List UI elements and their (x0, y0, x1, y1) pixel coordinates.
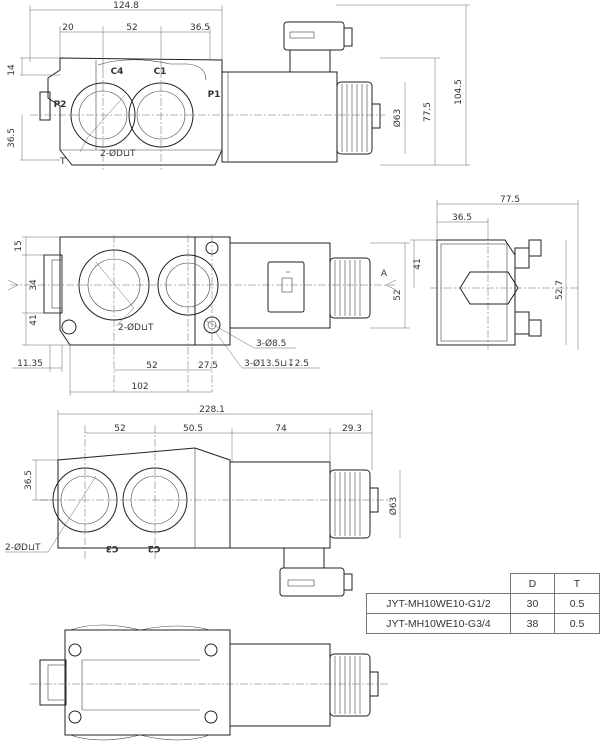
spec-d: 38 (509, 613, 555, 634)
dim-36-5-bot: 36.5 (24, 470, 34, 490)
dim-14: 14 (7, 64, 17, 76)
dim-50-5: 50.5 (183, 424, 203, 434)
dim-52-mid: 52 (146, 361, 157, 371)
spec-model: JYT-MH10WE10-G3/4 (366, 613, 511, 634)
side-dim-77-5: 77.5 (500, 195, 520, 205)
port-c1: C1 (154, 67, 167, 77)
port-c4: C4 (111, 67, 124, 77)
dim-11-35: 11.35 (17, 359, 43, 369)
port-p1: P1 (208, 90, 221, 100)
spec-header-model (366, 573, 511, 594)
port-c3: C3 (106, 543, 119, 553)
dim-15: 15 (14, 240, 24, 251)
dim-102: 102 (131, 382, 148, 392)
hole-13-5: 3-Ø13.5⊔↧2.5 (244, 358, 309, 369)
top-view: 124.8 20 52 36.5 14 36.5 Ø63 77.5 104.5 … (7, 1, 470, 170)
front-view: 15 34 41 11.35 52 27.5 102 2-ØD⊔T 3-Ø8.5… (7, 235, 410, 396)
port-callout-bot: 2-ØD⊔T (5, 542, 41, 553)
dim-52-top: 52 (126, 23, 137, 33)
dim-104-5: 104.5 (454, 79, 464, 105)
spec-table: D T JYT-MH10WE10-G1/2 30 0.5 JYT-MH10WE1… (366, 573, 600, 634)
port-callout-mid: 2-ØD⊔T (118, 322, 154, 333)
dim-36-5-left: 36.5 (7, 128, 17, 148)
spec-t: 0.5 (553, 613, 600, 634)
dim-228-1: 228.1 (199, 405, 225, 415)
port-callout-top: 2-ØD⊔T (100, 148, 136, 159)
dim-27-5: 27.5 (198, 361, 218, 371)
side-dim-52-7: 52.7 (555, 280, 565, 300)
dim-36-5-top: 36.5 (190, 23, 210, 33)
spec-table-header: D T (366, 573, 600, 594)
side-dim-36-5: 36.5 (452, 213, 472, 223)
spec-t: 0.5 (553, 593, 600, 614)
port-p2: P2 (54, 100, 67, 110)
spec-header-t: T (553, 573, 600, 594)
dim-77-5: 77.5 (423, 102, 433, 122)
dim-52-bot: 52 (114, 424, 125, 434)
spec-d: 30 (509, 593, 555, 614)
rear-view (30, 624, 390, 741)
port-c2: C2 (148, 543, 161, 553)
dim-29-3: 29.3 (342, 424, 362, 434)
bottom-view: 228.1 52 50.5 74 29.3 36.5 Ø63 2-ØD⊔T C3… (5, 405, 401, 597)
dim-74: 74 (275, 424, 287, 434)
hole-8-5: 3-Ø8.5 (256, 338, 286, 349)
a-mark: A (381, 269, 388, 279)
dim-20: 20 (62, 23, 74, 33)
side-dim-41: 41 (413, 258, 423, 269)
spec-model: JYT-MH10WE10-G1/2 (366, 593, 511, 614)
dim-dia63-bot: Ø63 (388, 497, 399, 516)
dim-34: 34 (29, 279, 39, 291)
dim-41-left: 41 (29, 314, 39, 325)
table-row: JYT-MH10WE10-G3/4 38 0.5 (366, 613, 600, 634)
spec-header-d: D (509, 573, 555, 594)
dim-124-8: 124.8 (113, 1, 139, 11)
dim-dia63-top: Ø63 (392, 109, 403, 128)
side-view: 77.5 36.5 41 52.7 (410, 195, 580, 350)
t-mark-top: T (59, 157, 66, 167)
dim-52-right-mid: 52 (393, 289, 403, 300)
table-row: JYT-MH10WE10-G1/2 30 0.5 (366, 593, 600, 614)
